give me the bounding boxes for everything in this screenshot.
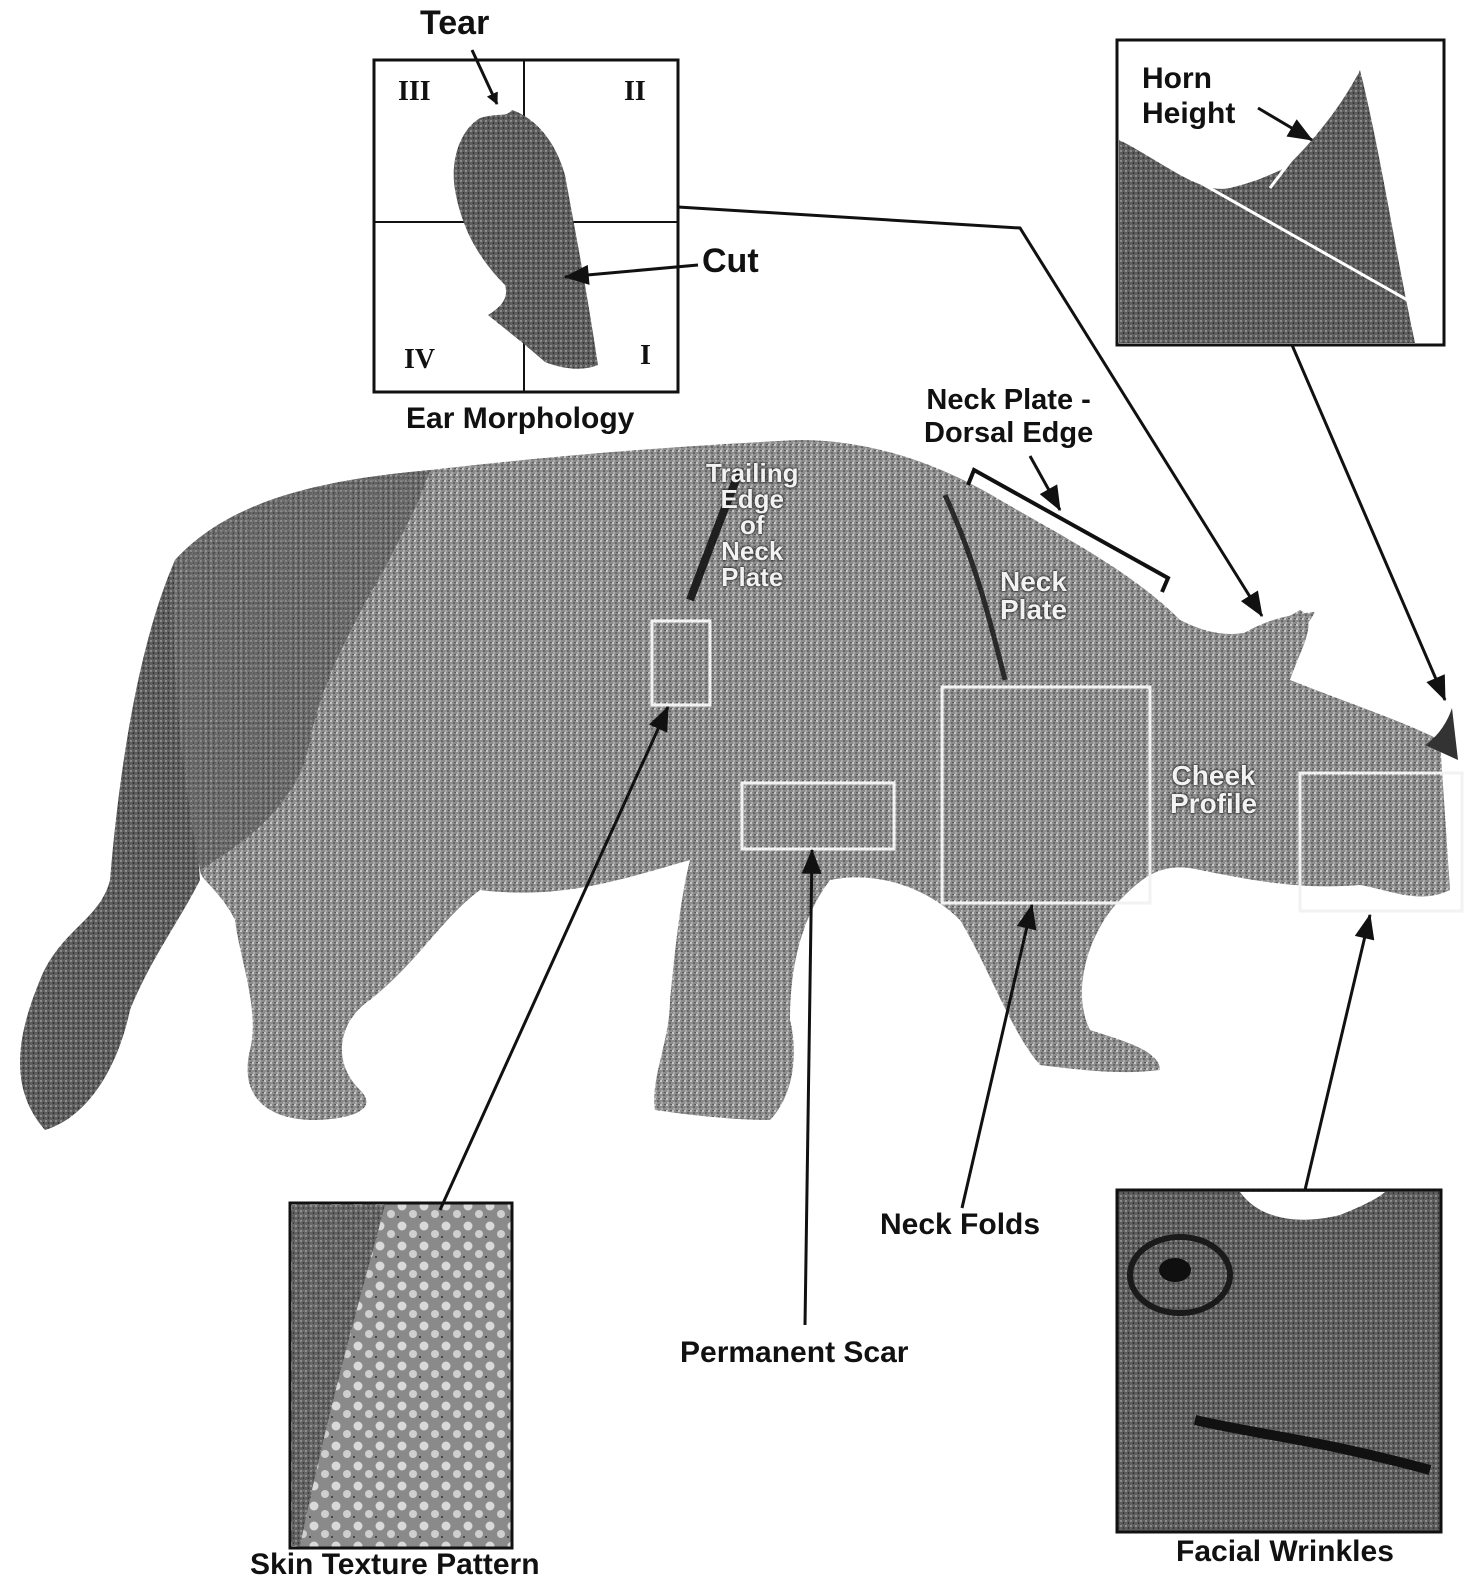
quadrant-label-ii: II xyxy=(624,76,646,108)
ear-morphology-caption: Ear Morphology xyxy=(406,402,634,437)
cheek-profile-label: Cheek Profile xyxy=(1170,762,1257,818)
neck-folds-caption: Neck Folds xyxy=(880,1208,1040,1243)
quadrant-label-i: I xyxy=(640,340,651,372)
quadrant-label-iii: III xyxy=(398,76,431,108)
cut-label: Cut xyxy=(702,242,759,281)
facial-wrinkles-leader xyxy=(1305,915,1370,1190)
ear-morphology-inset xyxy=(374,60,678,392)
tear-label: Tear xyxy=(420,4,489,43)
skin-texture-pattern-caption: Skin Texture Pattern xyxy=(250,1548,540,1583)
horn-to-rhino-line xyxy=(1292,345,1445,700)
neck-plate-label: Neck Plate xyxy=(1000,568,1067,624)
neck-plate-dorsal-edge-label: Neck Plate - Dorsal Edge xyxy=(924,384,1093,451)
trailing-edge-label: Trailing Edge of Neck Plate xyxy=(706,460,798,590)
facial-wrinkles-inset xyxy=(1117,1190,1441,1532)
quadrant-label-iv: IV xyxy=(404,344,435,376)
rhino-tail xyxy=(20,560,200,1130)
horn-height-label: Horn Height xyxy=(1142,62,1235,131)
facial-wrinkles-caption: Facial Wrinkles xyxy=(1176,1535,1394,1570)
skin-texture-inset xyxy=(290,1203,512,1548)
facial-eye xyxy=(1159,1258,1191,1282)
permanent-scar-caption: Permanent Scar xyxy=(680,1336,908,1371)
